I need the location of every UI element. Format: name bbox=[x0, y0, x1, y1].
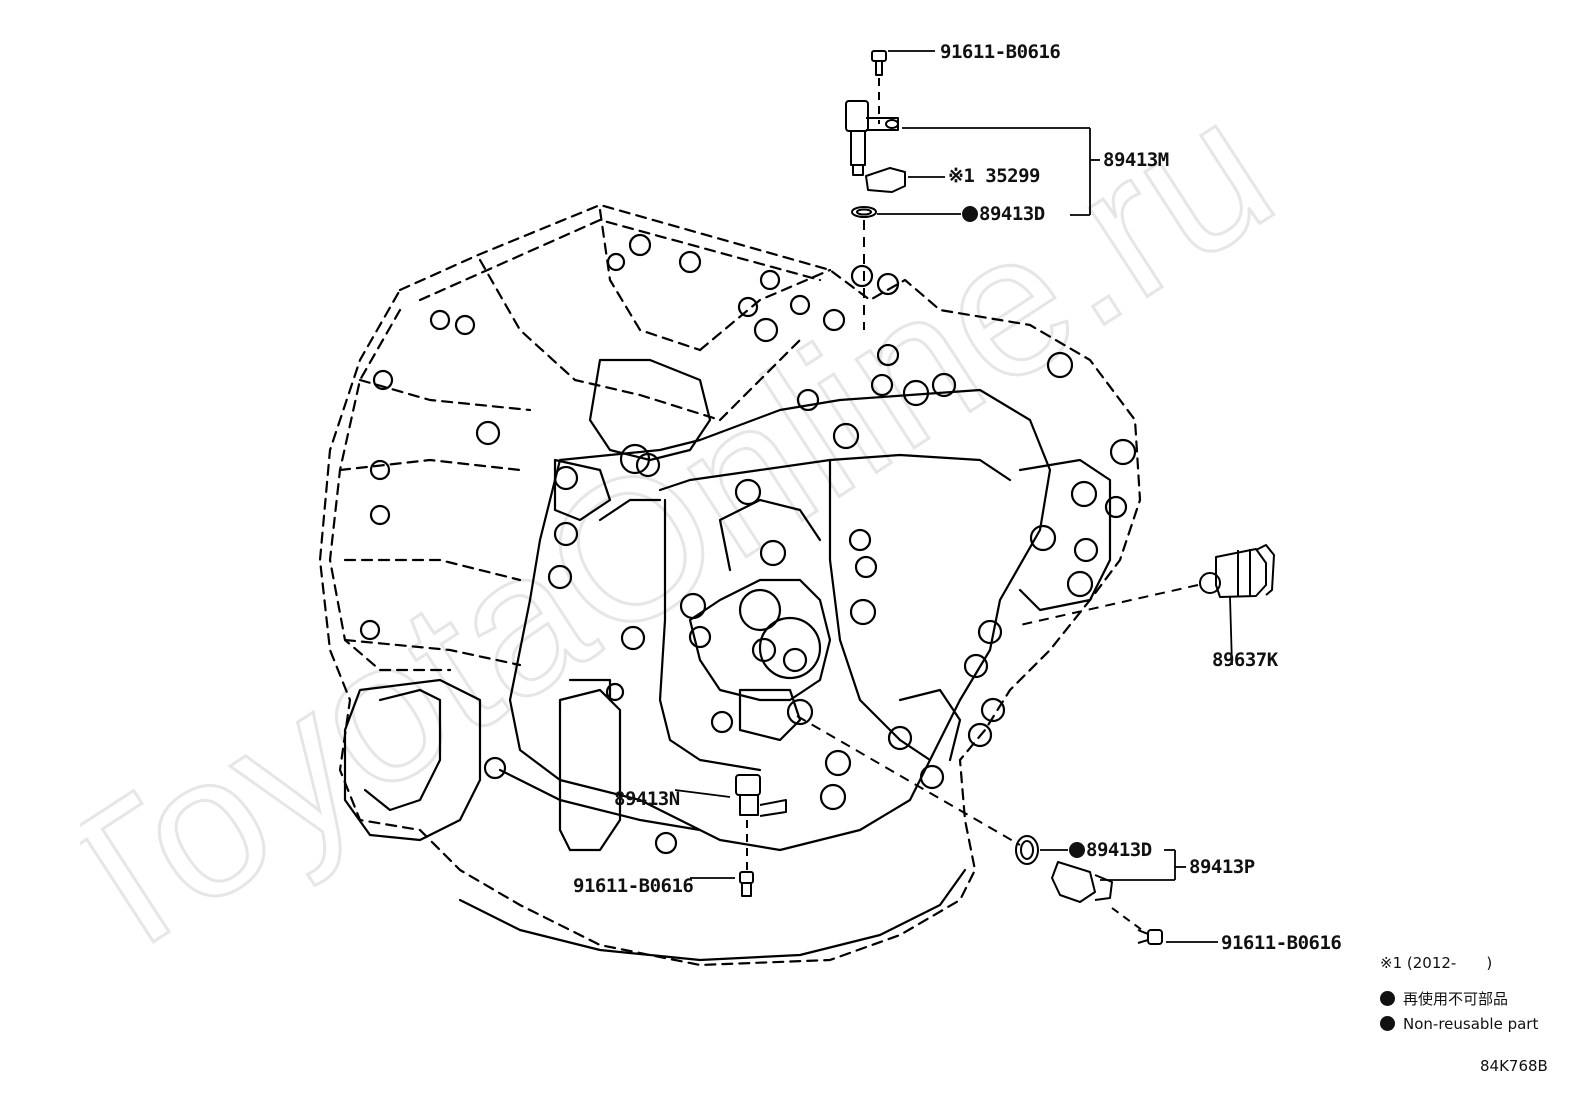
label-35299[interactable]: ※1 35299 bbox=[948, 165, 1041, 187]
nonreusable-dot-icon bbox=[962, 206, 978, 222]
nonreusable-dot-icon bbox=[1380, 1016, 1395, 1031]
label-bolt-top[interactable]: 91611-B0616 bbox=[940, 41, 1061, 63]
pressure-switch-89637K bbox=[1019, 544, 1275, 666]
label-89413N[interactable]: 89413N bbox=[614, 788, 680, 810]
sensor-89413M bbox=[845, 50, 906, 330]
label-89413M[interactable]: 89413M bbox=[1103, 149, 1169, 171]
nonreusable-dot-icon bbox=[1069, 842, 1085, 858]
legend-note: ※1 (2012- ) bbox=[1380, 954, 1492, 972]
legend-nonreusable-jp: 再使用不可部品 bbox=[1380, 990, 1508, 1008]
label-89413P[interactable]: 89413P bbox=[1189, 856, 1255, 878]
legend-note-year: (2012- ) bbox=[1406, 954, 1493, 972]
label-oring-bottom-text: 89413D bbox=[1086, 839, 1152, 861]
sensor-89413P bbox=[796, 715, 1163, 945]
nonreusable-dot-icon bbox=[1380, 991, 1395, 1006]
drawing-code: 84K768B bbox=[1480, 1057, 1548, 1075]
label-oring-bottom[interactable]: 89413D bbox=[1069, 840, 1152, 860]
legend-nonreusable-en: Non-reusable part bbox=[1380, 1015, 1538, 1033]
legend-note-marker: ※1 bbox=[1380, 954, 1403, 972]
leader-lines bbox=[877, 50, 1218, 943]
label-oring-top[interactable]: 89413D bbox=[962, 204, 1045, 224]
legend-nonreusable-en-text: Non-reusable part bbox=[1403, 1015, 1539, 1033]
legend-nonreusable-jp-text: 再使用不可部品 bbox=[1403, 990, 1509, 1008]
label-bolt-left[interactable]: 91611-B0616 bbox=[573, 875, 694, 897]
label-89637K[interactable]: 89637K bbox=[1212, 649, 1278, 671]
label-oring-top-text: 89413D bbox=[979, 203, 1045, 225]
label-bolt-bottom[interactable]: 91611-B0616 bbox=[1221, 932, 1342, 954]
sensor-89413N bbox=[674, 774, 787, 897]
